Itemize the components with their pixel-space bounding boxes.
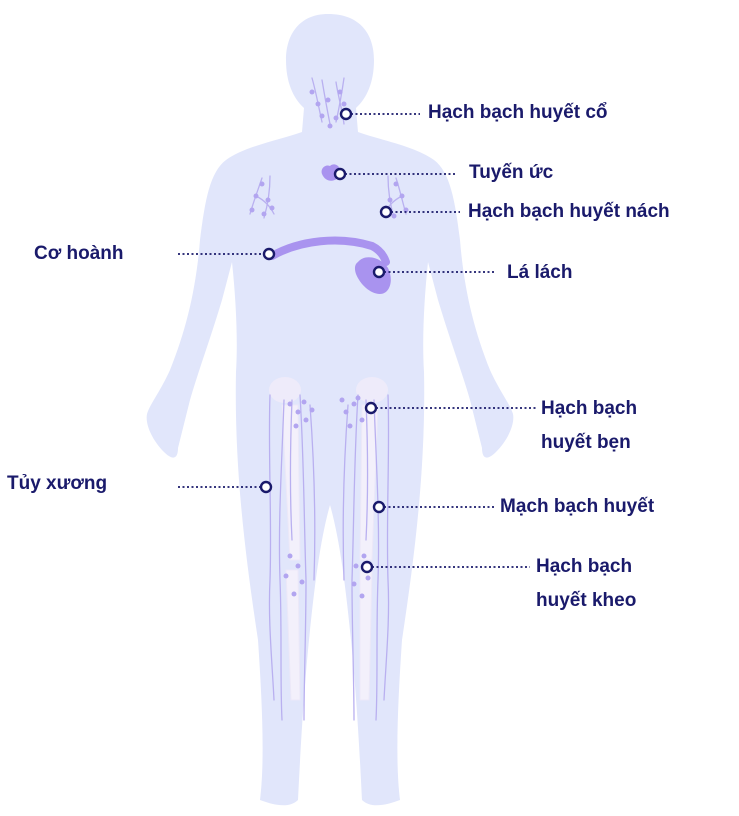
label-inguinal-nodes-line1: Hạch bạch bbox=[541, 392, 637, 426]
label-popliteal-nodes-line2: huyết kheo bbox=[536, 584, 636, 618]
marker-thymus bbox=[335, 169, 345, 179]
marker-lymph-vessels bbox=[374, 502, 384, 512]
label-thymus: Tuyến ức bbox=[469, 156, 553, 190]
label-inguinal-nodes-line2: huyết bẹn bbox=[541, 426, 637, 460]
body-silhouette bbox=[147, 14, 514, 805]
label-inguinal-nodes: Hạch bạch huyết bẹn bbox=[541, 392, 637, 460]
marker-spleen bbox=[374, 267, 384, 277]
label-axillary-nodes: Hạch bạch huyết nách bbox=[468, 195, 670, 229]
label-popliteal-nodes-line1: Hạch bạch bbox=[536, 550, 636, 584]
label-neck-nodes: Hạch bạch huyết cổ bbox=[428, 96, 608, 130]
label-bone-marrow: Tủy xương bbox=[7, 467, 107, 501]
marker-popliteal-nodes bbox=[362, 562, 372, 572]
label-popliteal-nodes: Hạch bạch huyết kheo bbox=[536, 550, 636, 618]
marker-axillary-nodes bbox=[381, 207, 391, 217]
label-diaphragm: Cơ hoành bbox=[34, 237, 124, 271]
marker-inguinal-nodes bbox=[366, 403, 376, 413]
marker-bone-marrow bbox=[261, 482, 271, 492]
label-spleen: Lá lách bbox=[507, 256, 572, 290]
marker-diaphragm bbox=[264, 249, 274, 259]
label-lymph-vessels: Mạch bạch huyết bbox=[500, 490, 654, 524]
marker-neck-nodes bbox=[341, 109, 351, 119]
